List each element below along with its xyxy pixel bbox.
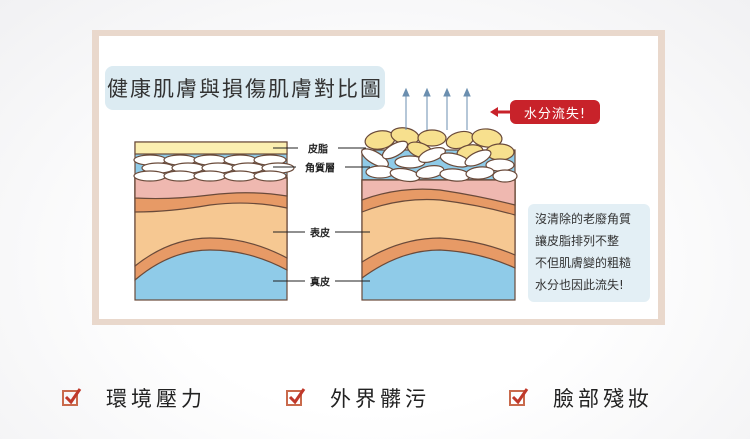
checklist-item: 臉部殘妝 [509,383,653,413]
skin-cell [465,166,495,180]
skin-cell [418,147,446,163]
checklist-label: 環境壓力 [106,387,206,411]
checkbox-checked-icon [509,388,529,406]
skin-cell [133,170,167,182]
checklist-item: 環境壓力 [62,383,206,413]
skin-cell [417,129,447,147]
checklist-label: 臉部殘妝 [553,387,653,411]
note-line: 水分也因此流失! [535,278,624,292]
note-line: 不但肌膚變的粗糙 [535,256,632,270]
diagram-title: 健康肌膚與損傷肌膚對比圖 [105,66,385,110]
healthy-skin [133,141,295,301]
arrow-left-icon [490,107,512,117]
label-sebum: 皮脂 [308,144,328,156]
skin-cell [361,148,389,168]
skin-cell [163,170,197,182]
checklist-item: 外界髒污 [286,383,430,413]
label-dermis: 真皮 [310,277,330,289]
skin-cell [492,169,518,183]
skin-cell [193,170,227,182]
note-line: 沒清除的老廢角質 [535,212,632,226]
checkbox-checked-icon [286,388,306,406]
label-epidermis: 表皮 [310,228,330,240]
checkbox-checked-icon [62,388,82,406]
moisture-loss-badge: 水分流失! [510,100,600,124]
checklist: 環境壓力 外界髒污 臉部殘妝 [0,383,750,413]
skin-cell [471,128,503,148]
note-box: 沒清除的老廢角質 讓皮脂排列不整 不但肌膚變的粗糙 水分也因此流失! [528,204,650,302]
label-stratum-corneum: 角質層 [305,163,335,175]
skin-cell [464,149,492,167]
note-line: 讓皮脂排列不整 [535,234,620,248]
skin-cell [223,170,257,182]
skin-cell [381,140,409,160]
damaged-skin [361,127,518,301]
skin-cell [253,170,287,182]
moisture-arrows [402,87,471,130]
checklist-label: 外界髒污 [330,387,430,411]
